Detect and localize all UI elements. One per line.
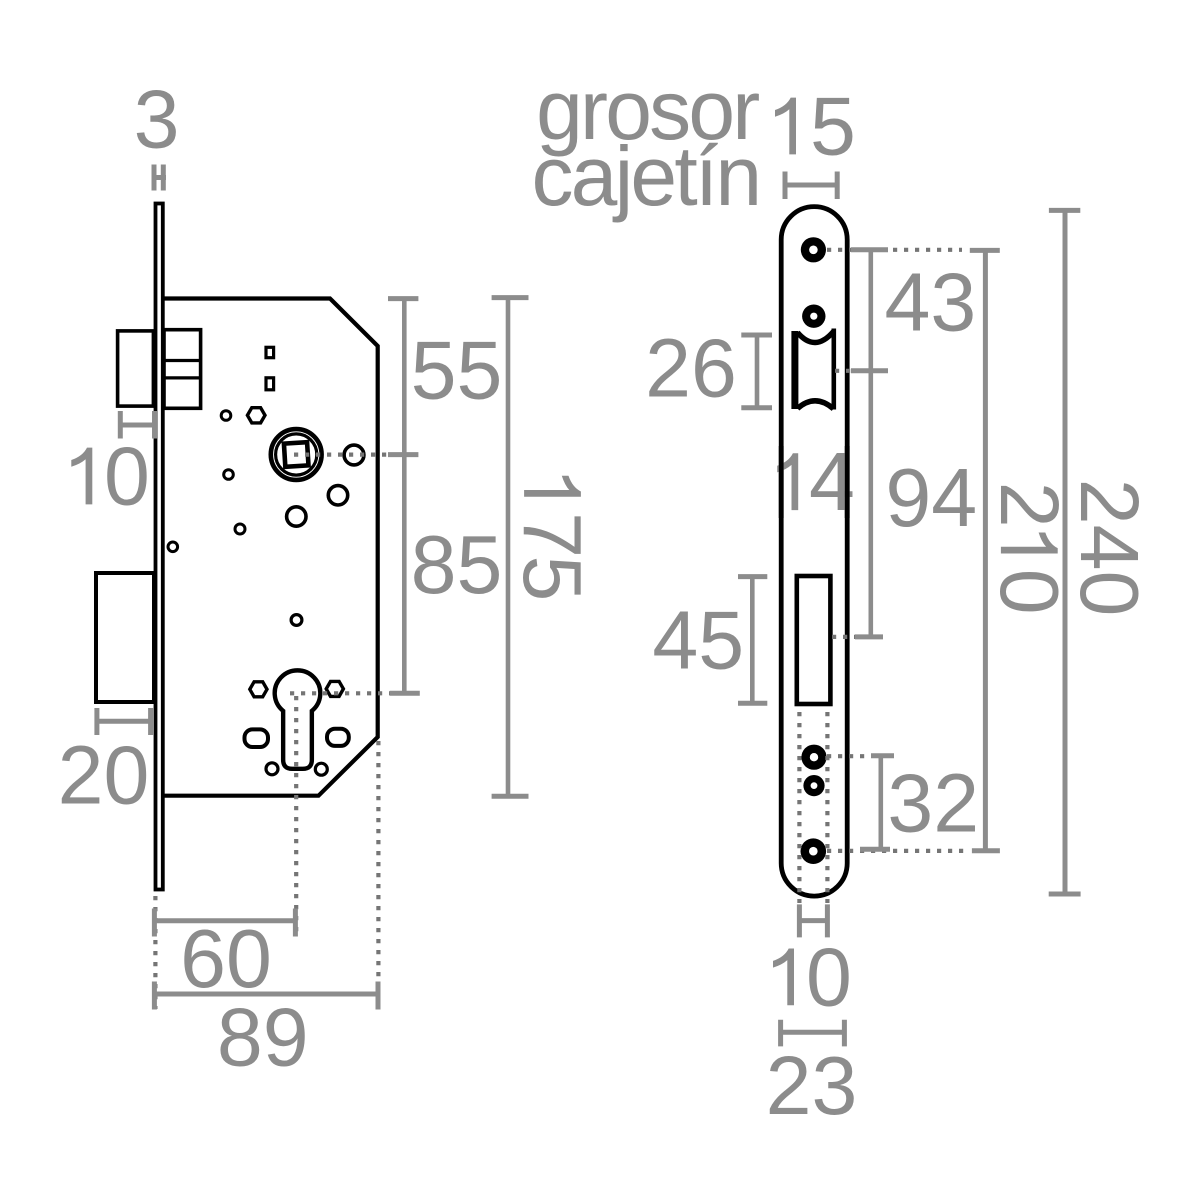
svg-text:45: 45 [652, 594, 744, 686]
svg-text:89: 89 [217, 992, 309, 1084]
svg-text:0: 0 [983, 569, 1075, 615]
svg-text:grosor: grosor [536, 63, 759, 157]
svg-text:cajetín: cajetín [531, 129, 759, 223]
svg-text:240: 240 [1063, 479, 1155, 617]
svg-text:0: 0 [104, 430, 150, 522]
svg-text:43: 43 [885, 256, 977, 348]
svg-text:5: 5 [810, 80, 856, 172]
svg-text:23: 23 [766, 1040, 858, 1132]
svg-text:20: 20 [58, 729, 150, 821]
svg-text:60: 60 [180, 913, 272, 1005]
svg-text:3: 3 [134, 74, 180, 166]
svg-text:85: 85 [411, 519, 503, 611]
svg-text:7: 7 [506, 512, 598, 558]
svg-text:55: 55 [411, 324, 503, 416]
svg-text:32: 32 [887, 758, 979, 850]
svg-text:26: 26 [645, 322, 737, 414]
svg-text:94: 94 [885, 452, 977, 544]
svg-text:2: 2 [983, 482, 1075, 528]
svg-text:0: 0 [806, 931, 852, 1023]
svg-text:5: 5 [506, 556, 598, 602]
